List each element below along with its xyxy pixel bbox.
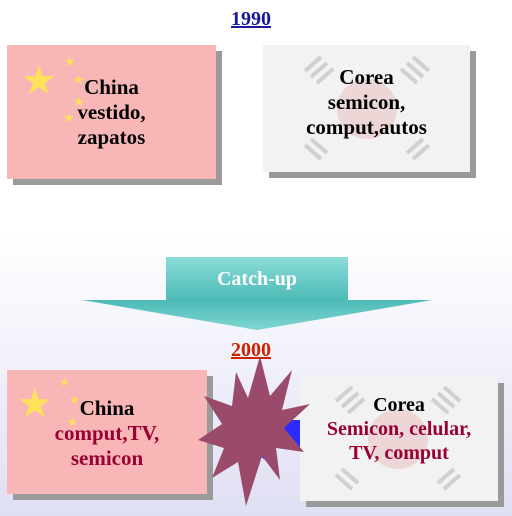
china-2000-name: China bbox=[79, 396, 135, 420]
china-1990-line-2: zapatos bbox=[77, 125, 146, 150]
china-2000-line-1: comput,TV, bbox=[54, 421, 160, 446]
catch-up-label: Catch-up bbox=[166, 257, 348, 301]
box-2000-corea: Corea Semicon, celular, TV, comput bbox=[300, 377, 498, 501]
china-1990-line-1: vestido, bbox=[77, 100, 146, 125]
china-flag-small-star-icon: ★ bbox=[67, 415, 78, 429]
year-2000-label: 2000 bbox=[231, 339, 271, 361]
china-flag-star-icon: ★ bbox=[21, 58, 57, 103]
corea-2000-text: Corea Semicon, celular, TV, comput bbox=[300, 393, 498, 465]
china-flag-star-icon: ★ bbox=[17, 381, 53, 426]
china-flag-small-star-icon: ★ bbox=[73, 72, 85, 87]
corea-1990-name: Corea bbox=[339, 65, 394, 89]
china-1990-name: China bbox=[84, 75, 139, 99]
china-2000-line-2: semicon bbox=[70, 446, 144, 471]
china-flag-small-star-icon: ★ bbox=[59, 375, 70, 389]
china-flag-small-star-icon: ★ bbox=[64, 54, 76, 69]
korea-flag-mark-icon bbox=[303, 55, 431, 161]
corea-1990-line-2: comput,autos bbox=[306, 115, 427, 140]
china-flag-small-star-icon: ★ bbox=[73, 94, 85, 109]
box-2000-china: ★ ★ ★ ★ China comput,TV, semicon bbox=[7, 370, 207, 494]
china-2000-text: China comput,TV, semicon bbox=[7, 396, 207, 472]
box-1990-china: ★ ★ ★ ★ ★ China vestido, zapatos bbox=[7, 45, 216, 179]
collision-burst-icon bbox=[198, 356, 310, 506]
china-flag-small-star-icon: ★ bbox=[63, 110, 75, 125]
box-1990-corea: Corea semicon, comput,autos bbox=[263, 45, 470, 172]
corea-1990-line-1: semicon, bbox=[327, 90, 406, 115]
year-1990-label: 1990 bbox=[231, 8, 271, 30]
corea-2000-line-2: TV, comput bbox=[349, 442, 449, 464]
china-1990-text: China vestido, zapatos bbox=[7, 75, 216, 151]
corea-1990-text: Corea semicon, comput,autos bbox=[263, 65, 470, 141]
corea-2000-name: Corea bbox=[373, 394, 425, 416]
china-flag-small-star-icon: ★ bbox=[69, 393, 80, 407]
korea-flag-mark-icon bbox=[334, 385, 462, 491]
corea-2000-line-1: Semicon, celular, bbox=[326, 418, 472, 440]
